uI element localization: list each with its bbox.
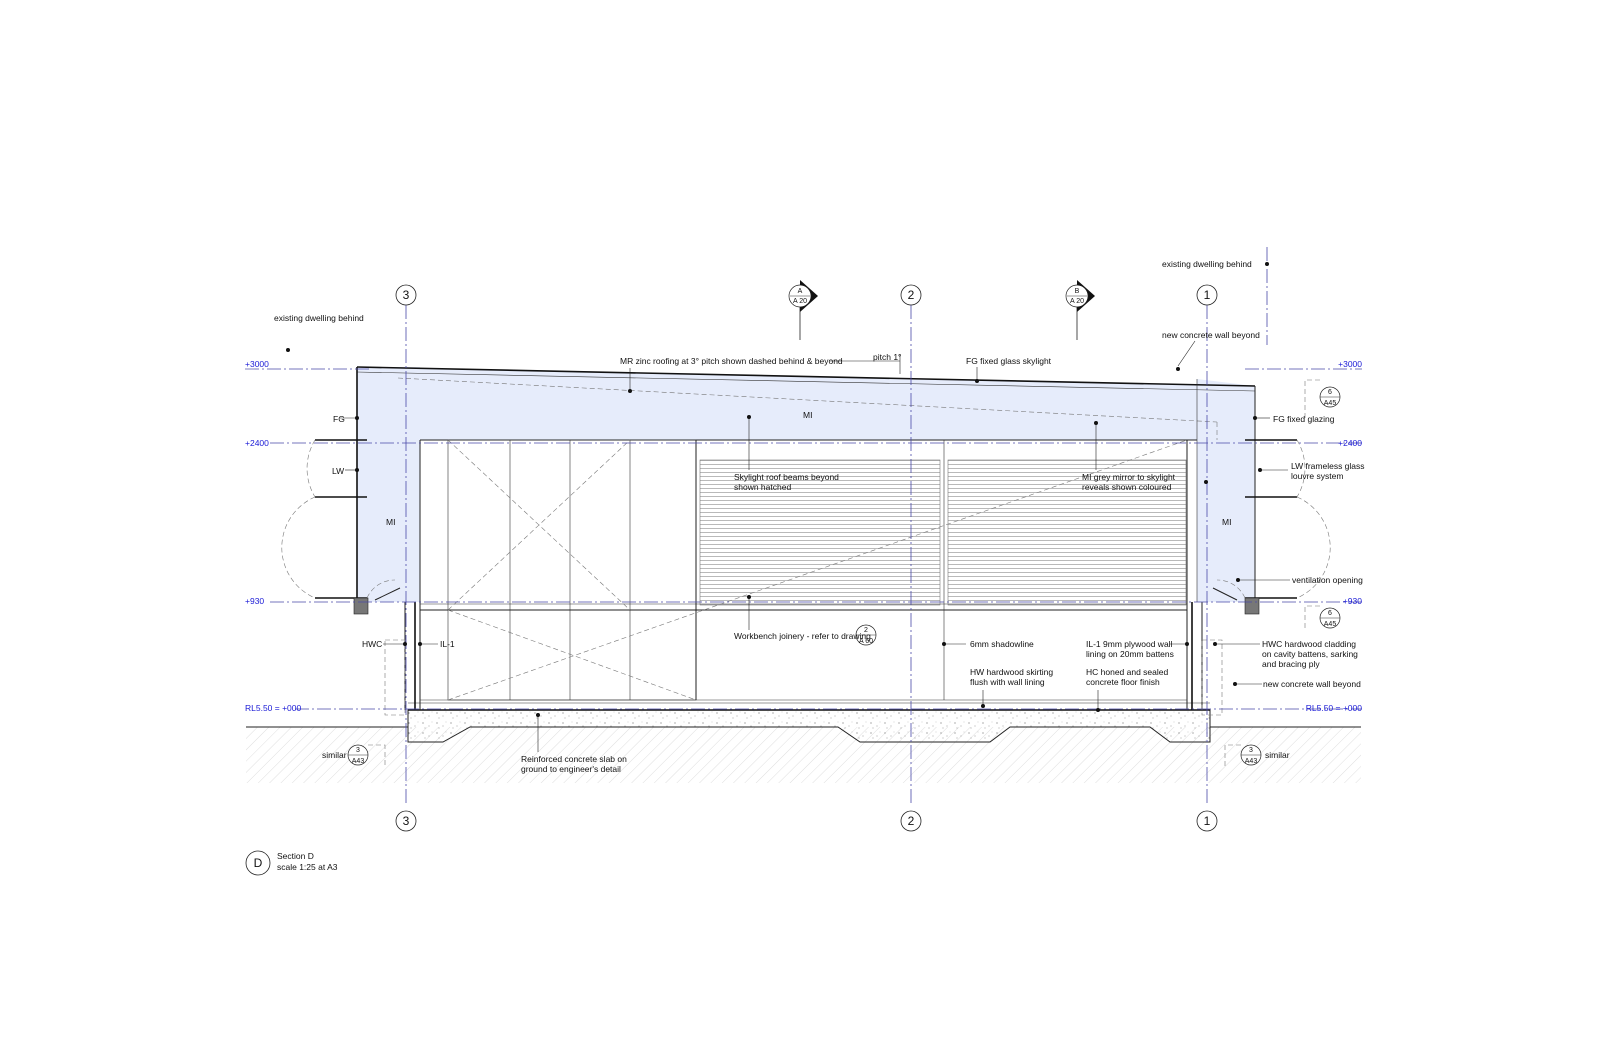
label-lw-louvre-line1: LW frameless glass [1291, 461, 1365, 471]
label-mi-mirror-line1: MI grey mirror to skylight [1082, 472, 1176, 482]
svg-text:A 20: A 20 [1070, 298, 1084, 305]
label-mi-mirror-line2: reveals shown coloured [1082, 482, 1172, 492]
label-new-concrete-wall-bottom: new concrete wall beyond [1263, 679, 1361, 689]
title-letter: D [254, 856, 263, 870]
leader-lines [286, 262, 1290, 752]
svg-text:3: 3 [1249, 747, 1253, 754]
svg-text:A45: A45 [1324, 621, 1337, 628]
title-bubble [245, 850, 271, 876]
grid-bubble-2-top: 2 [900, 284, 922, 306]
label-skylight-beams-line1: Skylight roof beams beyond [734, 472, 839, 482]
detail-ref-6-a45-top: 6 A45 [1304, 379, 1341, 420]
mirror-reveal-fill [357, 367, 1255, 602]
grid-lines [405, 247, 1268, 805]
label-slab-line1: Reinforced concrete slab on [521, 754, 627, 764]
label-ventilation-opening: ventilation opening [1292, 575, 1363, 585]
svg-text:A 20: A 20 [793, 298, 807, 305]
detail-ref-6-a45-bottom: 6 A45 [1304, 605, 1341, 630]
title-text: Section D [277, 851, 314, 861]
level-lines [245, 368, 1362, 710]
grid-bubble-1-bottom: 1 [1196, 810, 1218, 832]
svg-text:A 60: A 60 [859, 638, 873, 645]
title-scale: scale 1:25 at A3 [277, 862, 338, 872]
label-fg-left: FG [333, 414, 345, 424]
label-similar-right: similar [1265, 750, 1290, 760]
svg-text:2: 2 [908, 814, 915, 828]
section-marker-a: A A 20 [788, 280, 818, 340]
svg-text:A45: A45 [1324, 400, 1337, 407]
level-2400-right: +2400 [1338, 438, 1362, 448]
label-pitch: pitch 1° [873, 352, 901, 362]
label-hwc-right-line1: HWC hardwood cladding [1262, 639, 1356, 649]
detail-ref-2-a60: 2 A 60 [855, 624, 877, 646]
svg-text:2: 2 [908, 288, 915, 302]
svg-text:3: 3 [356, 747, 360, 754]
label-lw-left: LW [332, 466, 344, 476]
grid-bubble-3-top: 3 [395, 284, 417, 306]
label-fg-fixed-glazing: FG fixed glazing [1273, 414, 1335, 424]
label-il1-right-line1: IL-1 9mm plywood wall [1086, 639, 1173, 649]
label-similar-left: similar [322, 750, 347, 760]
svg-text:6: 6 [1328, 610, 1332, 617]
label-fg-skylight: FG fixed glass skylight [966, 356, 1052, 366]
label-hwc-right-line2: on cavity battens, sarking [1262, 649, 1358, 659]
level-rl-left: RL5.50 = +000 [245, 703, 302, 713]
section-marker-b: B A 20 [1065, 280, 1095, 340]
label-il1-left: IL-1 [440, 639, 455, 649]
svg-text:3: 3 [403, 814, 410, 828]
svg-text:A43: A43 [352, 758, 365, 765]
label-hc-floor-line2: concrete floor finish [1086, 677, 1160, 687]
svg-text:3: 3 [403, 288, 410, 302]
label-existing-dwelling-left: existing dwelling behind [274, 313, 364, 323]
label-existing-dwelling-right: existing dwelling behind [1162, 259, 1252, 269]
level-rl-right: RL5.50 = +000 [1306, 703, 1363, 713]
grid-bubble-2-bottom: 2 [900, 810, 922, 832]
label-lw-louvre-line2: louvre system [1291, 471, 1343, 481]
label-skylight-beams-line2: shown hatched [734, 482, 791, 492]
svg-text:1: 1 [1204, 814, 1211, 828]
label-hwc-left: HWC [362, 639, 382, 649]
label-mi-left: MI [386, 517, 395, 527]
grid-bubble-1-top: 1 [1196, 284, 1218, 306]
level-930-right: +930 [1343, 596, 1362, 606]
grid-bubble-3-bottom: 3 [395, 810, 417, 832]
title-block: D Section D scale 1:25 at A3 [245, 850, 338, 876]
concrete-slab [407, 702, 1211, 743]
svg-text:B: B [1075, 288, 1080, 295]
svg-text:A: A [798, 288, 803, 295]
level-930-left: +930 [245, 596, 264, 606]
label-mr-zinc-roofing: MR zinc roofing at 3° pitch shown dashed… [620, 356, 843, 366]
detail-ref-3-a43-right: 3 A43 [1224, 744, 1262, 768]
detail-ref-3-a43-left: 3 A43 [347, 744, 386, 768]
label-mi-right: MI [1222, 517, 1231, 527]
label-hc-floor-line1: HC honed and sealed [1086, 667, 1169, 677]
joinery-grid [420, 439, 1188, 701]
svg-text:A43: A43 [1245, 758, 1258, 765]
label-slab-line2: ground to engineer's detail [521, 764, 621, 774]
level-3000-left: +3000 [245, 359, 269, 369]
label-workbench-joinery: Workbench joinery - refer to drawing [734, 631, 871, 641]
label-hw-skirting-line1: HW hardwood skirting [970, 667, 1053, 677]
label-mi-top: MI [803, 410, 812, 420]
label-new-concrete-wall-top: new concrete wall beyond [1162, 330, 1260, 340]
svg-text:1: 1 [1204, 288, 1211, 302]
svg-text:6: 6 [1328, 389, 1332, 396]
label-hw-skirting-line2: flush with wall lining [970, 677, 1045, 687]
label-shadowline: 6mm shadowline [970, 639, 1034, 649]
label-hwc-right-line3: and bracing ply [1262, 659, 1320, 669]
svg-text:2: 2 [864, 627, 868, 634]
label-il1-right-line2: lining on 20mm battens [1086, 649, 1174, 659]
level-2400-left: +2400 [245, 438, 269, 448]
level-3000-right: +3000 [1338, 359, 1362, 369]
